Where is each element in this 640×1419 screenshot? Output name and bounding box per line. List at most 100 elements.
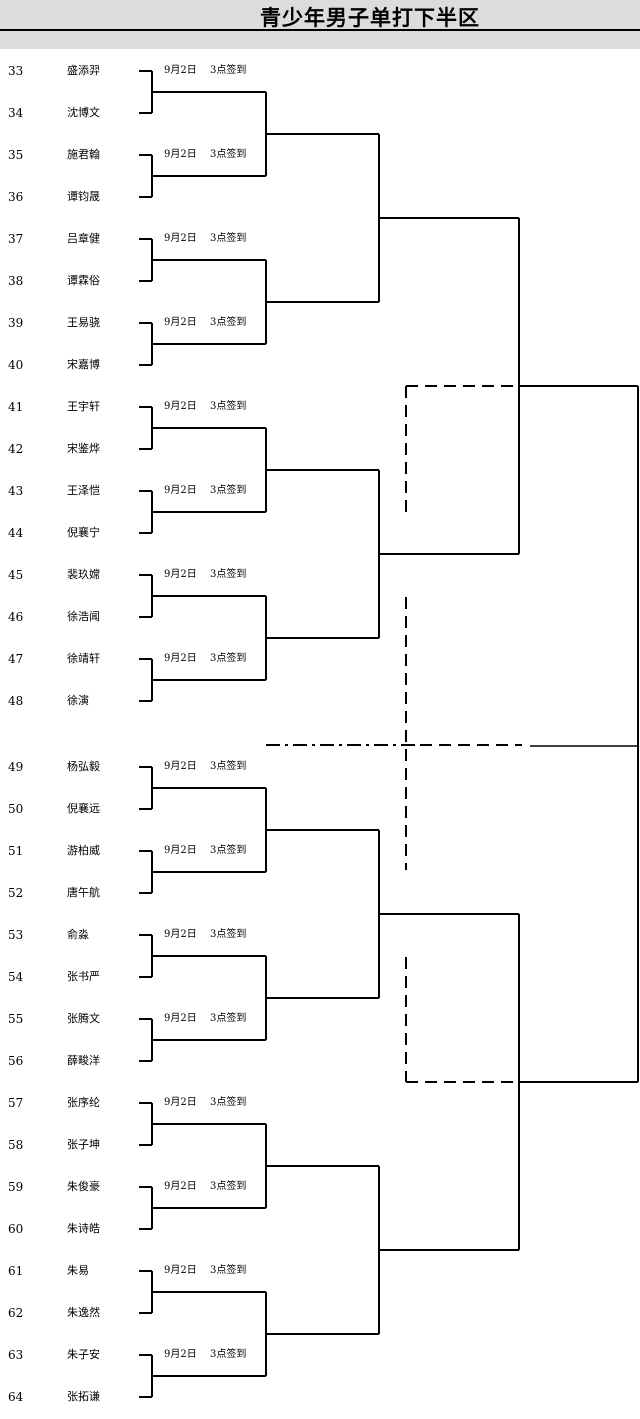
match-schedule: 9月2日 3点签到 <box>164 149 246 161</box>
player-name: 俞淼 <box>67 928 89 941</box>
match-date: 9月2日 <box>164 1181 197 1192</box>
match-schedule: 9月2日 3点签到 <box>164 1097 246 1109</box>
player-name: 徐演 <box>67 694 89 707</box>
player-name: 王宇轩 <box>67 400 100 413</box>
player-name: 游柏威 <box>67 844 100 857</box>
player-name: 张拓谦 <box>67 1390 100 1403</box>
match-date: 9月2日 <box>164 401 197 412</box>
player-name: 朱俊豪 <box>67 1180 100 1193</box>
match-date: 9月2日 <box>164 233 197 244</box>
seed-number: 62 <box>8 1306 24 1320</box>
seed-number: 56 <box>8 1054 24 1068</box>
seed-number: 35 <box>8 148 24 162</box>
header-bar: 青少年男子单打下半区 <box>0 0 640 30</box>
match-schedule: 9月2日 3点签到 <box>164 929 246 941</box>
match-date: 9月2日 <box>164 65 197 76</box>
seed-number: 59 <box>8 1180 24 1194</box>
player-name: 徐浩闻 <box>67 610 100 623</box>
match-date: 9月2日 <box>164 569 197 580</box>
check-in-time: 3点签到 <box>210 401 247 412</box>
seed-number: 44 <box>8 526 24 540</box>
match-schedule: 9月2日 3点签到 <box>164 485 246 497</box>
seed-number: 43 <box>8 484 24 498</box>
match-schedule: 9月2日 3点签到 <box>164 65 246 77</box>
check-in-time: 3点签到 <box>210 1097 247 1108</box>
seed-number: 37 <box>8 232 24 246</box>
match-date: 9月2日 <box>164 1349 197 1360</box>
check-in-time: 3点签到 <box>210 317 247 328</box>
player-name: 朱诗皓 <box>67 1222 100 1235</box>
match-date: 9月2日 <box>164 761 197 772</box>
check-in-time: 3点签到 <box>210 149 247 160</box>
player-name: 张序纶 <box>67 1096 100 1109</box>
seed-number: 45 <box>8 568 24 582</box>
seed-number: 48 <box>8 694 24 708</box>
player-name: 吕章健 <box>67 232 100 245</box>
player-name: 施君翰 <box>67 148 100 161</box>
match-date: 9月2日 <box>164 485 197 496</box>
player-name: 朱逸然 <box>67 1306 100 1319</box>
check-in-time: 3点签到 <box>210 929 247 940</box>
match-date: 9月2日 <box>164 1013 197 1024</box>
check-in-time: 3点签到 <box>210 653 247 664</box>
seed-number: 53 <box>8 928 24 942</box>
match-schedule: 9月2日 3点签到 <box>164 1265 246 1277</box>
check-in-time: 3点签到 <box>210 1181 247 1192</box>
player-name: 倪襄宁 <box>67 526 100 539</box>
match-schedule: 9月2日 3点签到 <box>164 1349 246 1361</box>
player-name: 谭霖俗 <box>67 274 100 287</box>
match-schedule: 9月2日 3点签到 <box>164 233 246 245</box>
player-name: 倪襄远 <box>67 802 100 815</box>
seed-number: 52 <box>8 886 24 900</box>
seed-number: 33 <box>8 64 24 78</box>
header-divider <box>0 29 640 31</box>
check-in-time: 3点签到 <box>210 1265 247 1276</box>
seed-number: 64 <box>8 1390 24 1404</box>
seed-number: 51 <box>8 844 24 858</box>
seed-number: 61 <box>8 1264 24 1278</box>
check-in-time: 3点签到 <box>210 1349 247 1360</box>
player-name: 谭钧晟 <box>67 190 100 203</box>
player-name: 宋鉴烨 <box>67 442 100 455</box>
seed-number: 34 <box>8 106 24 120</box>
page-title: 青少年男子单打下半区 <box>260 5 480 30</box>
seed-number: 47 <box>8 652 24 666</box>
seed-number: 60 <box>8 1222 24 1236</box>
match-schedule: 9月2日 3点签到 <box>164 401 246 413</box>
match-date: 9月2日 <box>164 1265 197 1276</box>
seed-number: 55 <box>8 1012 24 1026</box>
match-date: 9月2日 <box>164 1097 197 1108</box>
player-name: 裴玖嫦 <box>67 568 100 581</box>
player-name: 杨弘毅 <box>67 760 100 773</box>
match-schedule: 9月2日 3点签到 <box>164 653 246 665</box>
match-schedule: 9月2日 3点签到 <box>164 845 246 857</box>
match-date: 9月2日 <box>164 845 197 856</box>
check-in-time: 3点签到 <box>210 233 247 244</box>
match-schedule: 9月2日 3点签到 <box>164 1181 246 1193</box>
seed-number: 40 <box>8 358 24 372</box>
match-date: 9月2日 <box>164 929 197 940</box>
player-name: 张腾文 <box>67 1012 100 1025</box>
seed-number: 41 <box>8 400 24 414</box>
seed-number: 54 <box>8 970 24 984</box>
seed-number: 63 <box>8 1348 24 1362</box>
header-strip <box>0 31 640 49</box>
seed-number: 50 <box>8 802 24 816</box>
match-date: 9月2日 <box>164 149 197 160</box>
player-name: 张书严 <box>67 970 100 983</box>
check-in-time: 3点签到 <box>210 485 247 496</box>
seed-number: 39 <box>8 316 24 330</box>
check-in-time: 3点签到 <box>210 761 247 772</box>
check-in-time: 3点签到 <box>210 845 247 856</box>
player-name: 张子坤 <box>67 1138 100 1151</box>
check-in-time: 3点签到 <box>210 65 247 76</box>
match-date: 9月2日 <box>164 653 197 664</box>
seed-number: 42 <box>8 442 24 456</box>
match-schedule: 9月2日 3点签到 <box>164 761 246 773</box>
player-name: 薛畯洋 <box>67 1054 100 1067</box>
seed-number: 36 <box>8 190 24 204</box>
